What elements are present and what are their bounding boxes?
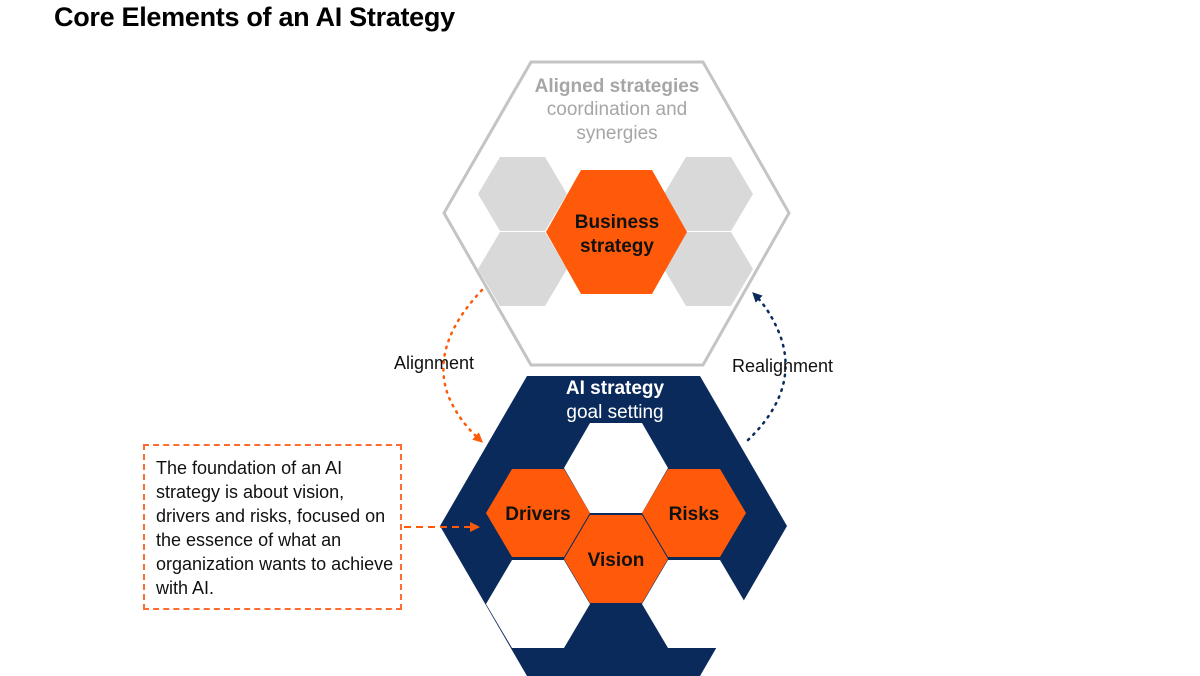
business-strategy-label-2: strategy	[580, 236, 654, 257]
gray-hex-bottom-right	[664, 232, 753, 306]
gray-hex-top-right	[664, 157, 753, 231]
risks-label: Risks	[669, 504, 720, 525]
drivers-label: Drivers	[505, 504, 571, 525]
white-hex-bottom-left	[486, 560, 590, 648]
vision-label: Vision	[588, 550, 645, 571]
vision-hex	[564, 515, 668, 603]
aligned-strategies-subtitle-2: synergies	[576, 123, 657, 144]
business-strategy-label-1: Business	[575, 212, 659, 233]
page-title: Core Elements of an AI Strategy	[54, 2, 455, 32]
gray-hex-top-left	[478, 157, 567, 231]
aligned-strategies-subtitle-1: coordination and	[547, 99, 688, 120]
realignment-label: Realignment	[732, 356, 834, 376]
business-strategy-hex	[546, 170, 687, 294]
white-hex-bottom-right	[642, 560, 746, 648]
ai-strategy-title: AI strategy	[566, 378, 665, 399]
ai-strategy-subtitle: goal setting	[566, 402, 663, 423]
aligned-strategies-title: Aligned strategies	[535, 76, 700, 97]
alignment-label: Alignment	[394, 353, 475, 373]
foundation-callout: The foundation of an AI strategy is abou…	[143, 444, 402, 610]
gray-hex-bottom-left	[478, 232, 567, 306]
drivers-hex	[486, 469, 590, 557]
white-hex-top	[564, 423, 668, 513]
realignment-arrow	[746, 292, 787, 442]
risks-hex	[642, 469, 746, 557]
alignment-arrow	[442, 288, 484, 443]
